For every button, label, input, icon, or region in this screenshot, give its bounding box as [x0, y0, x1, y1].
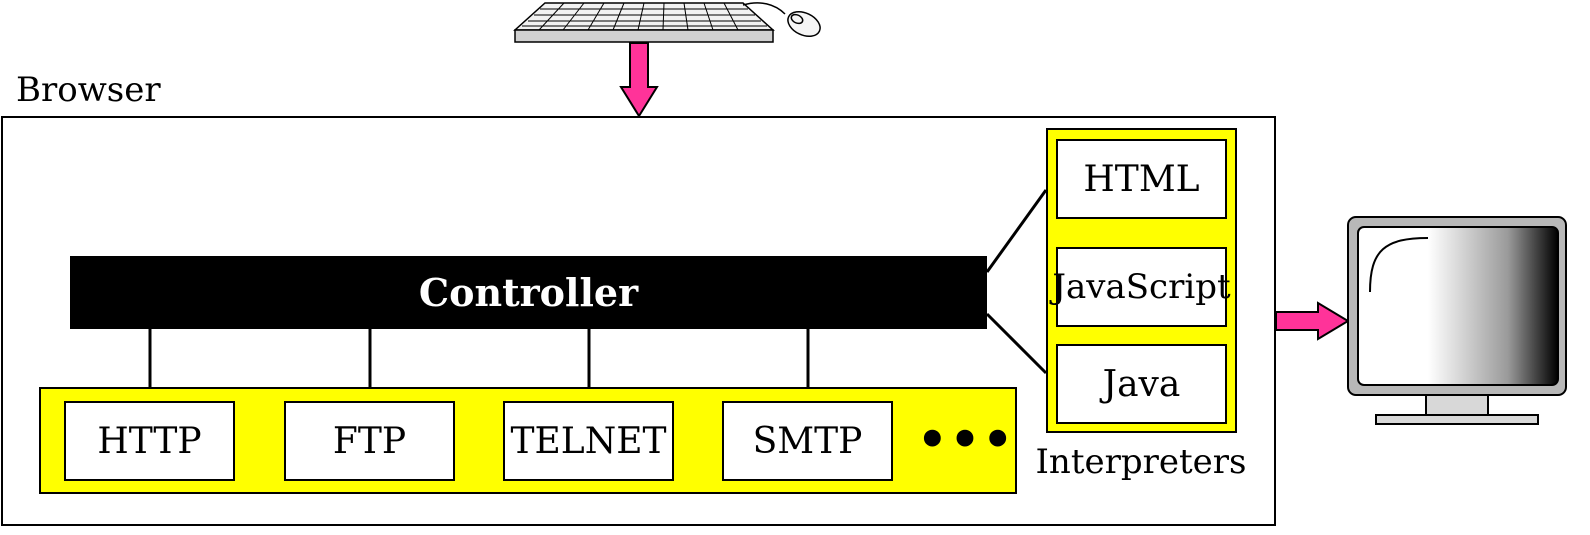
monitor-icon: [1347, 216, 1567, 425]
interpreter-javascript: JavaScript: [1052, 247, 1231, 327]
more-clients-ellipsis: •••: [916, 412, 1016, 468]
keyboard-icon: [513, 2, 775, 43]
client-http: HTTP: [64, 401, 235, 481]
controller-interpreter-connectors: [985, 189, 1048, 375]
mouse-icon: [742, 2, 821, 38]
client-smtp: SMTP: [722, 401, 893, 481]
connector-interpreters-top: [985, 189, 1048, 273]
browser-label: Browser: [16, 70, 161, 110]
client-telnet: TELNET: [503, 401, 674, 481]
connector-interpreters-bottom: [985, 312, 1048, 375]
controller-block: Controller: [70, 256, 987, 329]
output-arrow: [1275, 301, 1350, 341]
interpreter-html: HTML: [1056, 139, 1227, 219]
interpreter-java: Java: [1056, 344, 1227, 424]
interpreters-label: Interpreters: [1035, 442, 1247, 482]
input-arrow: [619, 42, 659, 118]
browser-box: [1, 116, 1276, 526]
client-ftp: FTP: [284, 401, 455, 481]
